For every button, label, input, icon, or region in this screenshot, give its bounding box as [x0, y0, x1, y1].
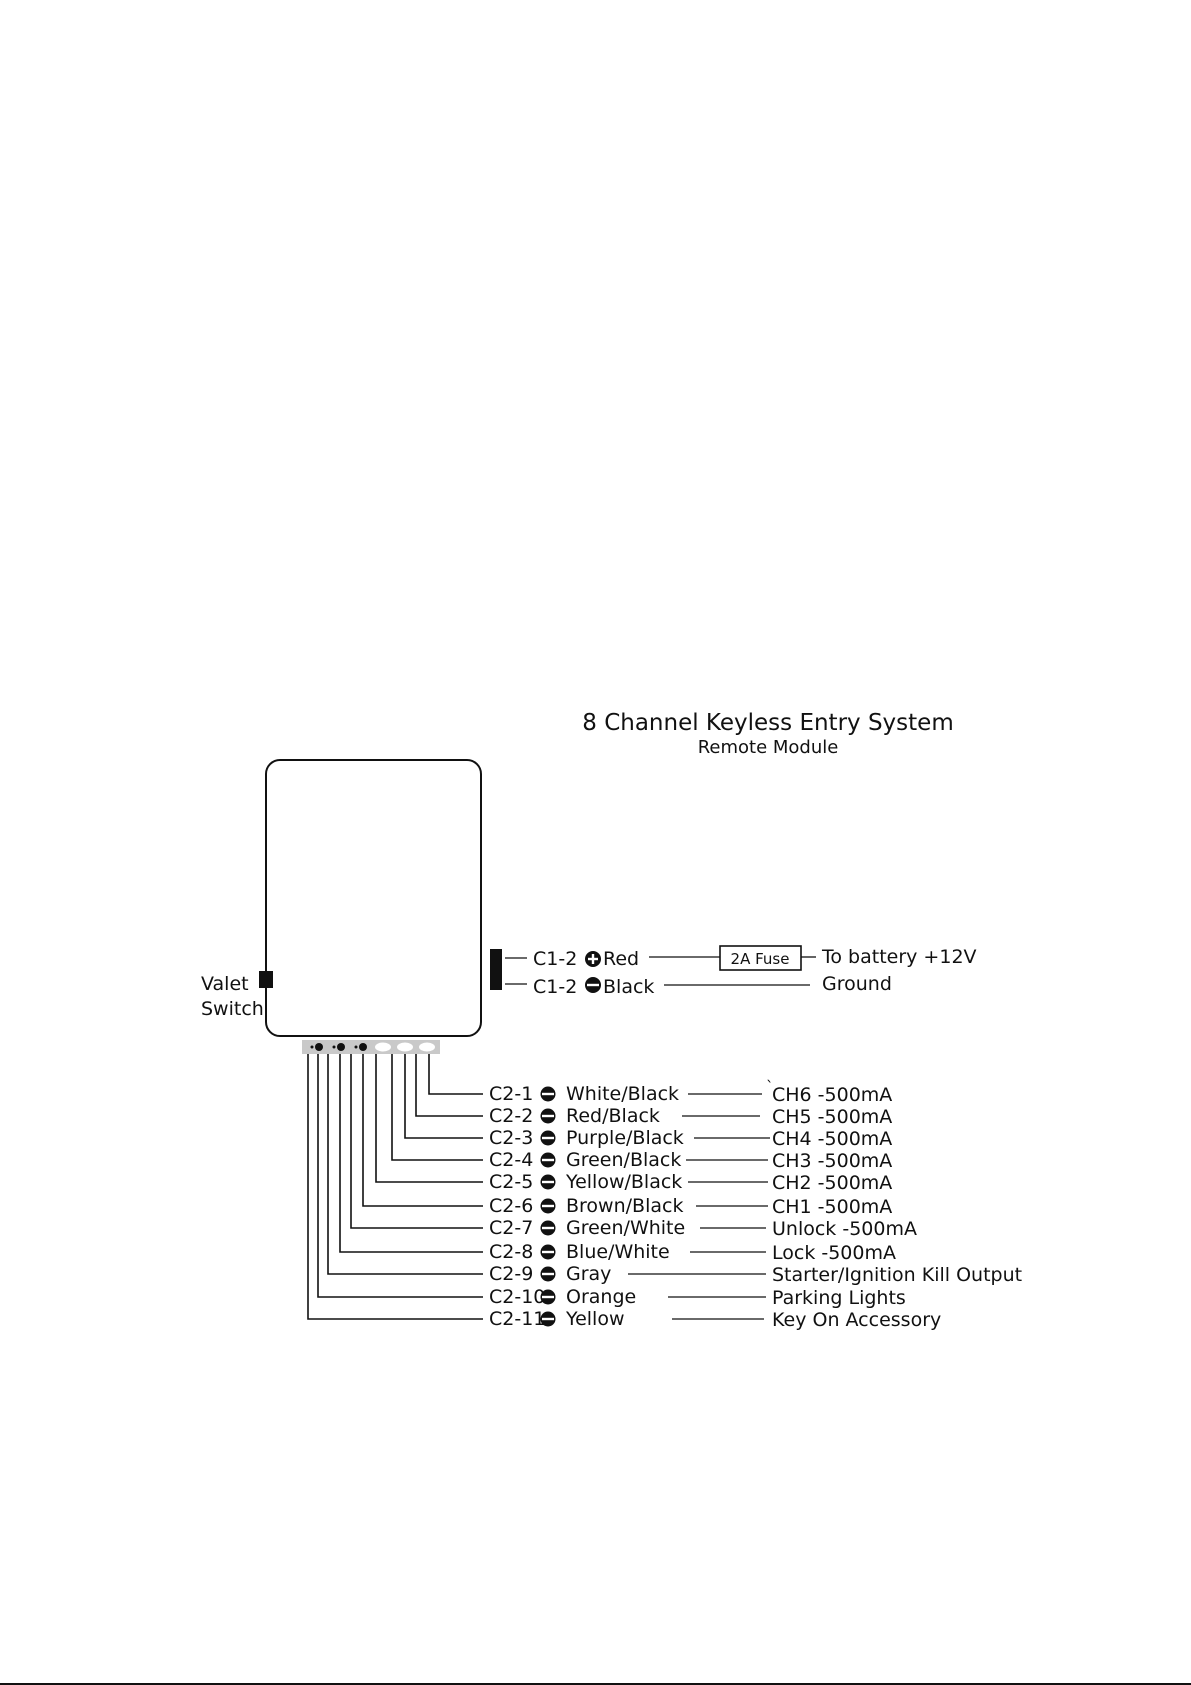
output-wire-color: Yellow — [565, 1308, 625, 1330]
power-connector-c1 — [490, 949, 502, 990]
output-wire-color: Red/Black — [566, 1105, 660, 1127]
valet-switch-label-line1: Valet — [201, 973, 249, 995]
output-pin-label: C2-8 — [489, 1241, 533, 1263]
output-row: C2-10 Orange Parking Lights — [317, 1054, 906, 1309]
output-wire-color: Yellow/Black — [565, 1171, 682, 1193]
output-pin-label: C2-5 — [489, 1171, 533, 1193]
output-wire-path — [391, 1054, 483, 1161]
output-row: C2-8 Blue/White Lock -500mA — [339, 1054, 896, 1264]
output-pin-label: C2-11 — [489, 1308, 545, 1330]
output-wire-path — [317, 1054, 483, 1298]
output-function-label: CH4 -500mA — [772, 1128, 892, 1150]
output-function-label: CH5 -500mA — [772, 1106, 892, 1128]
output-wire-color: Orange — [566, 1286, 636, 1308]
negative-terminal-icon — [540, 1086, 556, 1102]
negative-terminal-icon — [540, 1244, 556, 1260]
output-wire-color: Purple/Black — [566, 1127, 684, 1149]
output-pin-label: C2-9 — [489, 1263, 533, 1285]
output-row: C2-7 Green/White Unlock -500mA — [350, 1054, 917, 1240]
positive-terminal-icon — [585, 951, 601, 967]
output-wire-color: Green/White — [566, 1217, 685, 1239]
valet-switch-label-line2: Switch — [201, 998, 264, 1020]
output-pin-label: C2-6 — [489, 1195, 533, 1217]
power-red-destination: To battery +12V — [821, 946, 977, 968]
output-wire-path — [362, 1054, 483, 1207]
negative-terminal-icon — [540, 1289, 556, 1305]
remote-module-body — [265, 759, 482, 1037]
fuse-label: 2A Fuse — [731, 950, 790, 968]
output-wire-path — [404, 1054, 483, 1139]
power-black-wire-color: Black — [603, 976, 654, 998]
output-row: C2-6 Brown/Black CH1 -500mA — [362, 1054, 892, 1218]
output-wire-color: Gray — [566, 1263, 611, 1285]
negative-terminal-icon — [540, 1198, 556, 1214]
output-wire-color: Green/Black — [566, 1149, 681, 1171]
valet-switch-connector — [259, 971, 273, 988]
output-pin-label: C2-10 — [489, 1286, 545, 1308]
output-row: C2-11 Yellow Key On Accessory — [307, 1054, 941, 1331]
negative-terminal-icon — [540, 1108, 556, 1124]
output-function-label: CH2 -500mA — [772, 1172, 892, 1194]
output-wire-path — [339, 1054, 483, 1253]
output-wire-path — [428, 1054, 483, 1095]
power-black-pin: C1-2 — [533, 976, 577, 998]
output-wire-path — [327, 1054, 483, 1275]
output-row: C2-1 White/Black CH6 -500mA — [428, 1054, 892, 1106]
output-function-label: Starter/Ignition Kill Output — [772, 1264, 1022, 1286]
output-wire-path — [350, 1054, 483, 1229]
output-function-label: Unlock -500mA — [772, 1218, 917, 1240]
power-black-destination: Ground — [822, 973, 892, 995]
output-wire-path — [375, 1054, 483, 1183]
negative-terminal-icon — [540, 1174, 556, 1190]
output-pin-label: C2-2 — [489, 1105, 533, 1127]
connector-pin-holes — [310, 1042, 435, 1052]
negative-terminal-icon — [540, 1220, 556, 1236]
output-row: C2-3 Purple/Black CH4 -500mA — [404, 1054, 892, 1150]
diagram-subtitle: Remote Module — [698, 737, 839, 758]
page-bottom-rule — [0, 1683, 1191, 1685]
diagram-title: 8 Channel Keyless Entry System — [582, 710, 953, 736]
output-function-label: CH3 -500mA — [772, 1150, 892, 1172]
output-row: C2-5 Yellow/Black CH2 -500mA — [375, 1054, 892, 1194]
output-pin-label: C2-1 — [489, 1083, 533, 1105]
power-red-wire-color: Red — [603, 948, 639, 970]
output-function-label: CH1 -500mA — [772, 1196, 892, 1218]
negative-terminal-icon — [540, 1130, 556, 1146]
negative-terminal-icon — [585, 977, 601, 993]
output-function-label: CH6 -500mA — [772, 1084, 892, 1106]
stray-mark: ` — [766, 1078, 774, 1096]
fuse-box — [719, 945, 802, 971]
output-function-label: Lock -500mA — [772, 1242, 896, 1264]
output-row: C2-2 Red/Black CH5 -500mA — [415, 1054, 892, 1128]
output-pin-label: C2-4 — [489, 1149, 533, 1171]
output-wire-color: Blue/White — [566, 1241, 670, 1263]
negative-terminal-icon — [540, 1152, 556, 1168]
output-wire-path — [415, 1054, 483, 1117]
output-row: C2-9 Gray Starter/Ignition Kill Output — [327, 1054, 1022, 1286]
output-function-label: Key On Accessory — [772, 1309, 941, 1331]
output-wire-path — [307, 1054, 483, 1320]
output-function-label: Parking Lights — [772, 1287, 906, 1309]
output-wire-color: Brown/Black — [566, 1195, 683, 1217]
output-pin-label: C2-7 — [489, 1217, 533, 1239]
output-pin-label: C2-3 — [489, 1127, 533, 1149]
output-wire-color: White/Black — [566, 1083, 679, 1105]
power-red-pin: C1-2 — [533, 948, 577, 970]
negative-terminal-icon — [540, 1266, 556, 1282]
negative-terminal-icon — [540, 1311, 556, 1327]
output-row: C2-4 Green/Black CH3 -500mA — [391, 1054, 892, 1172]
